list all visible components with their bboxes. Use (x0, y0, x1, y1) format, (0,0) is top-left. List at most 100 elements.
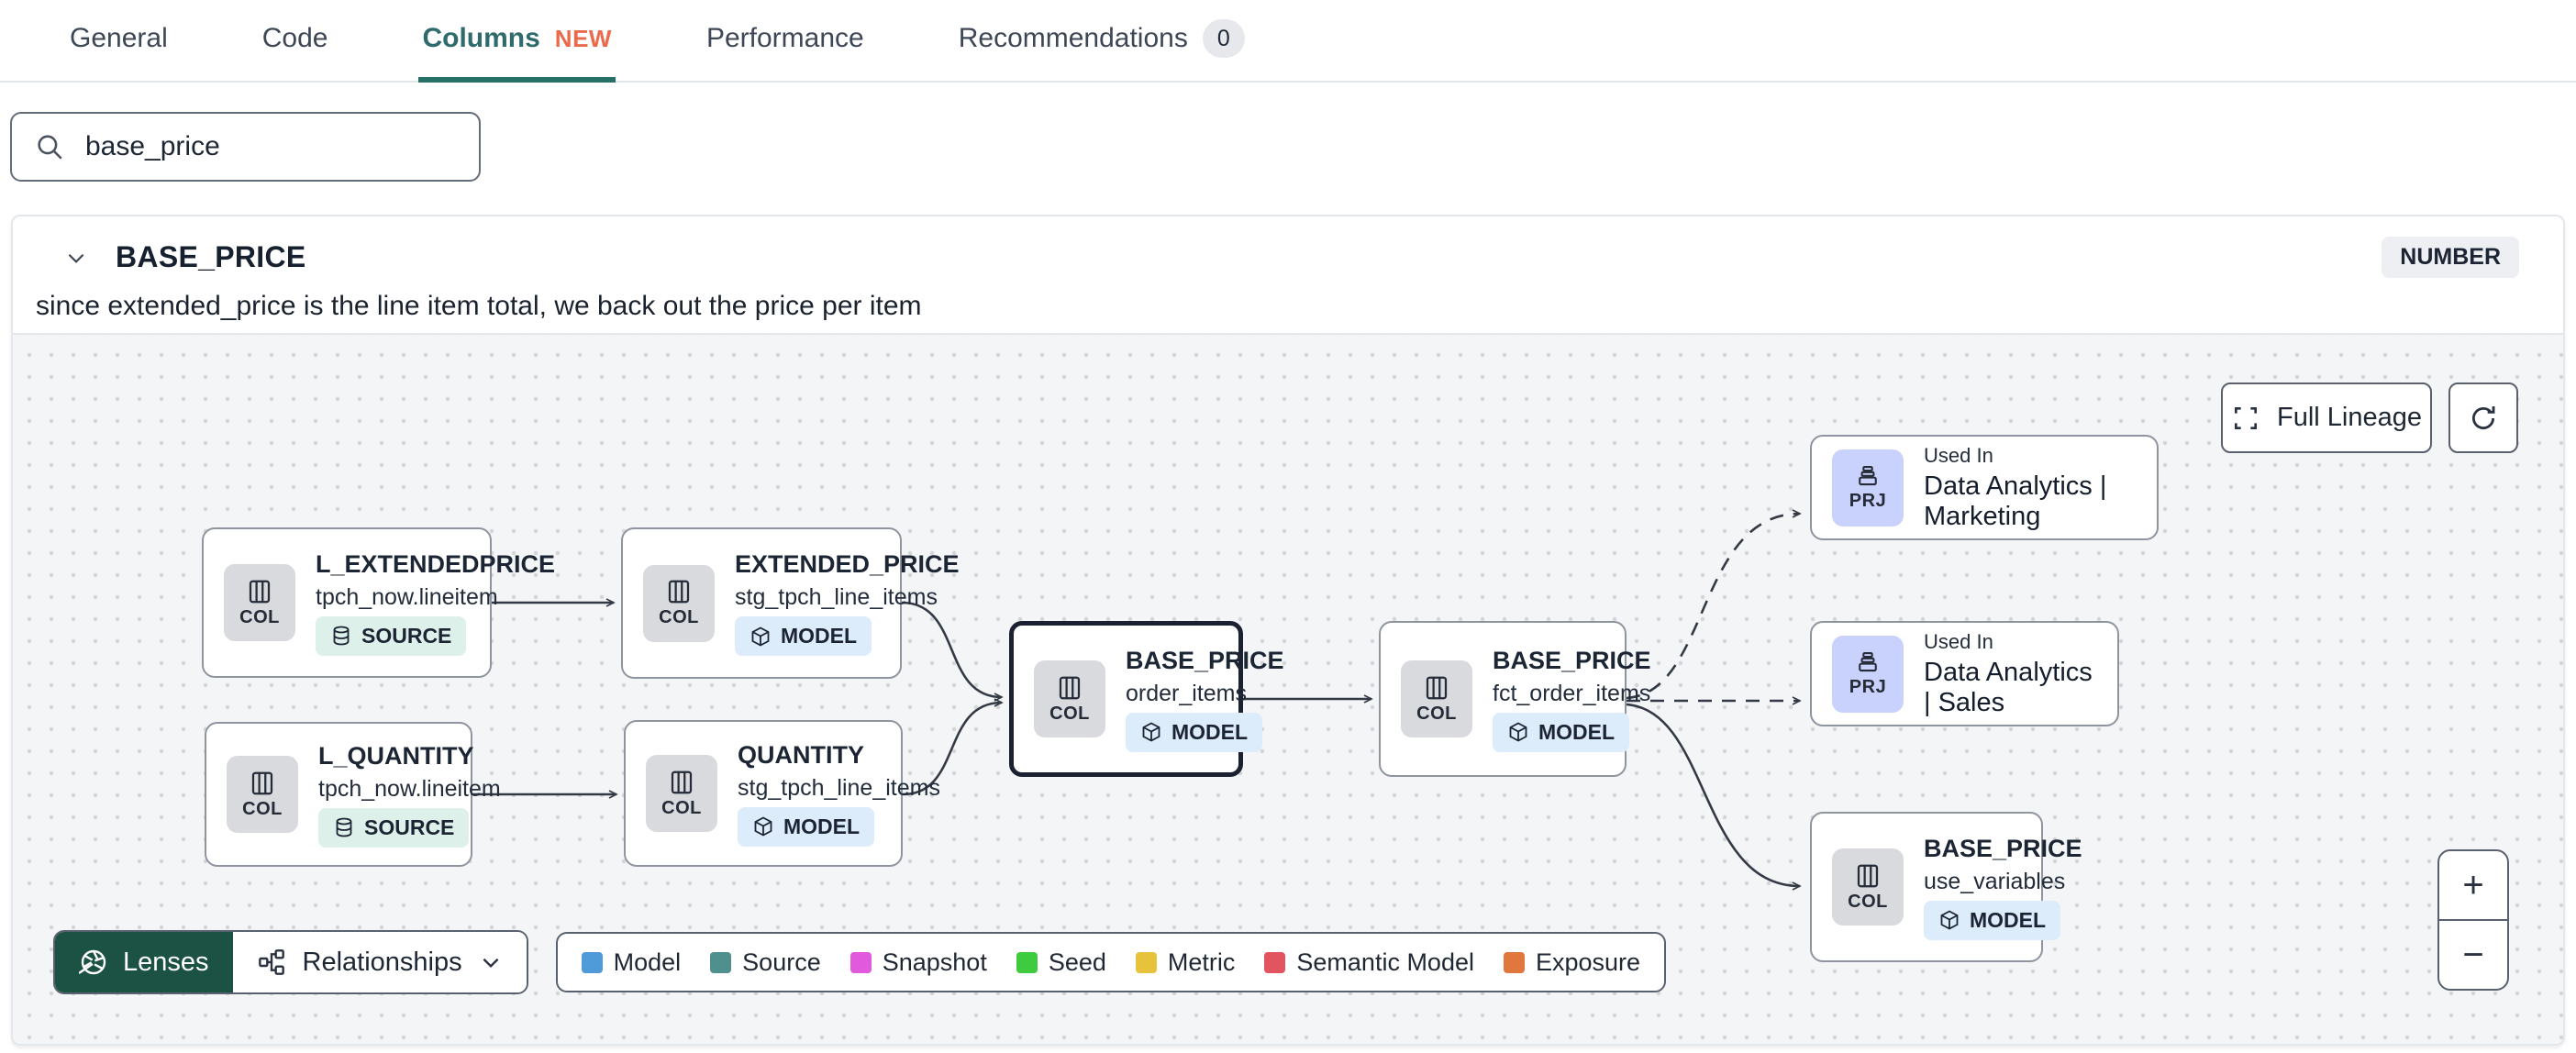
relationships-label: Relationships (302, 947, 462, 977)
cube-icon (1940, 910, 1959, 930)
columns-icon (1426, 676, 1448, 699)
zoom-in-button[interactable]: + (2439, 851, 2507, 921)
legend-item-snapshot: Snapshot (849, 948, 987, 977)
lineage-node-quantity[interactable]: COL QUANTITY stg_tpch_line_items MODEL (624, 720, 940, 867)
search-box[interactable] (10, 112, 481, 182)
legend-swatch (1264, 951, 1286, 973)
tab-columns[interactable]: Columns NEW (418, 0, 616, 83)
canvas-toolbar: Lenses Relationships Model Source Snapsh… (53, 930, 1667, 994)
legend-label: Snapshot (882, 948, 987, 976)
badge-label: MODEL (1538, 719, 1616, 744)
lineage-legend: Model Source Snapshot Seed Metric Semant… (555, 932, 1667, 992)
legend-label: Seed (1048, 948, 1106, 976)
lineage-node-extended-price[interactable]: COL EXTENDED_PRICE stg_tpch_line_items M… (621, 527, 960, 679)
node-subtitle: stg_tpch_line_items (735, 584, 938, 610)
expand-icon (2235, 406, 2257, 429)
node-title: EXTENDED_PRICE (735, 550, 960, 578)
aperture-icon (79, 949, 106, 975)
lineage-node-base-price-fct-order-items[interactable]: COL BASE_PRICE fct_order_items MODEL (1379, 621, 1651, 777)
lineage-node-base-price-use-variables[interactable]: COL BASE_PRICE use_variables MODEL (1810, 812, 2082, 962)
column-card: BASE_PRICE NUMBER since extended_price i… (11, 215, 2565, 1046)
zoom-control: + − (2437, 849, 2509, 991)
used-in-label: Used In (1924, 443, 1993, 467)
column-tile: COL (646, 755, 717, 832)
column-tile: COL (643, 564, 715, 642)
lineage-canvas[interactable]: COL L_EXTENDEDPRICE tpch_now.lineitem SO… (13, 333, 2563, 1044)
badge-label: MODEL (1970, 907, 2047, 932)
cube-icon (1142, 722, 1160, 742)
node-subtitle: order_items (1126, 680, 1247, 706)
lenses-label: Lenses (123, 947, 209, 977)
legend-item-metric: Metric (1135, 948, 1235, 977)
chevron-down-icon[interactable] (64, 246, 88, 270)
resource-badge: SOURCE (316, 615, 467, 656)
column-tile: COL (1401, 660, 1472, 737)
badge-label: MODEL (783, 814, 861, 838)
tile-label: COL (242, 798, 283, 819)
columns-icon (1059, 676, 1081, 699)
relationships-icon (258, 949, 284, 975)
refresh-button[interactable] (2448, 382, 2518, 453)
tile-label: COL (1049, 703, 1090, 724)
legend-item-source: Source (710, 948, 821, 977)
search-icon (38, 135, 62, 160)
columns-icon (251, 771, 273, 794)
new-badge: NEW (554, 24, 612, 52)
zoom-out-button[interactable]: − (2462, 934, 2484, 975)
node-subtitle: fct_order_items (1493, 680, 1651, 706)
legend-swatch (710, 951, 732, 973)
badge-label: MODEL (781, 624, 858, 648)
column-tile: COL (1034, 660, 1105, 737)
tab-recommendations[interactable]: Recommendations 0 (955, 0, 1249, 83)
node-title: BASE_PRICE (1126, 646, 1284, 674)
full-lineage-label: Full Lineage (2277, 403, 2422, 432)
legend-item-semantic-model: Semantic Model (1264, 948, 1474, 977)
resource-badge: MODEL (735, 616, 872, 656)
full-lineage-button[interactable]: Full Lineage (2221, 382, 2432, 453)
tab-label: Code (261, 23, 328, 53)
tab-label: General (70, 23, 168, 53)
lenses-button[interactable]: Lenses (55, 932, 233, 992)
legend-item-exposure: Exposure (1503, 948, 1640, 977)
legend-swatch (849, 951, 872, 973)
legend-swatch (1016, 951, 1038, 973)
column-title: BASE_PRICE (116, 240, 306, 273)
column-tile: COL (224, 564, 295, 641)
columns-icon (668, 580, 690, 604)
column-tile: COL (227, 756, 298, 833)
node-title: BASE_PRICE (1493, 646, 1651, 674)
node-title: L_EXTENDEDPRICE (316, 549, 556, 578)
resource-badge: SOURCE (318, 807, 470, 848)
badge-label: SOURCE (364, 815, 455, 839)
lineage-node-base-price-order-items[interactable]: COL BASE_PRICE order_items MODEL (1009, 621, 1284, 777)
tab-performance[interactable]: Performance (703, 0, 868, 83)
node-title: L_QUANTITY (318, 741, 474, 770)
cube-icon (754, 816, 772, 837)
lineage-node-l-quantity[interactable]: COL L_QUANTITY tpch_now.lineitem SOURCE (205, 722, 501, 867)
node-title: BASE_PRICE (1924, 834, 2082, 862)
relationships-dropdown[interactable]: Relationships (232, 932, 527, 992)
search-input[interactable] (85, 131, 457, 162)
project-tile: PRJ (1832, 635, 1904, 713)
legend-swatch (1135, 951, 1157, 973)
stack-icon (1859, 466, 1877, 486)
node-title: QUANTITY (738, 740, 864, 769)
lineage-node-l-extendedprice[interactable]: COL L_EXTENDEDPRICE tpch_now.lineitem SO… (202, 527, 555, 678)
columns-icon (1857, 864, 1879, 887)
project-tile: PRJ (1832, 449, 1904, 526)
columns-icon (671, 770, 693, 793)
tile-label: COL (1848, 891, 1888, 912)
legend-label: Model (613, 948, 682, 976)
cube-icon (1509, 722, 1527, 742)
legend-item-model: Model (581, 948, 682, 977)
canvas-controls: Full Lineage (2221, 382, 2518, 453)
tab-general[interactable]: General (66, 0, 172, 83)
resource-badge: MODEL (1493, 712, 1630, 752)
lineage-node-used-in-sales[interactable]: PRJ Used In Data Analytics | Sales (1810, 621, 2119, 726)
refresh-icon (2472, 405, 2495, 429)
tile-label: COL (239, 606, 280, 627)
tab-code[interactable]: Code (259, 0, 332, 83)
legend-item-seed: Seed (1016, 948, 1106, 977)
tab-bar: General Code Columns NEW Performance Rec… (0, 0, 2576, 83)
lineage-node-used-in-marketing[interactable]: PRJ Used In Data Analytics | Marketing (1810, 435, 2159, 540)
